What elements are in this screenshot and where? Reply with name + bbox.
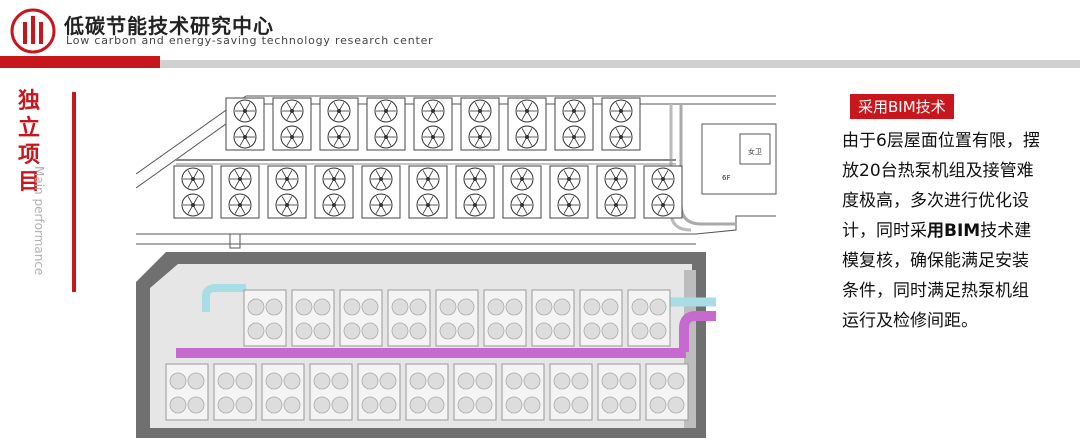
- heat-pump-unit: [387, 289, 431, 347]
- heat-pump-unit: [314, 165, 354, 219]
- heat-pump-unit: [502, 165, 542, 219]
- logo-icon: [10, 8, 56, 54]
- heat-pump-unit: [645, 363, 689, 421]
- elevation-label: 6F: [722, 174, 730, 182]
- heat-pump-unit: [291, 289, 335, 347]
- heat-pump-unit: [455, 165, 495, 219]
- heat-pump-unit: [357, 363, 401, 421]
- description-text: 技术建模复核，确保能满足安装条件，同时满足热泵机组运行及检修间距。: [842, 221, 1032, 331]
- header-divider: [148, 60, 1080, 68]
- section-title-char: 项: [17, 143, 40, 168]
- section-title: 独 立 项 目: [14, 88, 44, 196]
- heat-pump-unit: [531, 289, 575, 347]
- heat-pump-unit: [460, 97, 500, 151]
- heat-pump-unit: [220, 165, 260, 219]
- heat-pump-unit: [319, 97, 359, 151]
- heat-pump-unit: [408, 165, 448, 219]
- heat-pump-unit: [173, 165, 213, 219]
- heat-pump-unit: [507, 97, 547, 151]
- header-accent-bar: [0, 56, 160, 68]
- section-title-char: 立: [17, 116, 40, 141]
- heat-pump-unit: [549, 363, 593, 421]
- heat-pump-unit: [272, 97, 312, 151]
- heat-pump-unit: [309, 363, 353, 421]
- heat-pump-unit: [261, 363, 305, 421]
- heat-pump-unit: [366, 97, 406, 151]
- heat-pump-unit: [413, 97, 453, 151]
- section-subtitle: Main performance: [32, 166, 46, 276]
- roof-plan-drawing: 女卫 6F: [136, 95, 777, 249]
- heat-pump-unit: [554, 97, 594, 151]
- heat-pump-unit: [597, 363, 641, 421]
- heat-pump-unit: [453, 363, 497, 421]
- heat-pump-unit: [225, 97, 265, 151]
- heat-pump-unit: [643, 165, 683, 219]
- heat-pump-unit: [627, 289, 671, 347]
- header: 低碳节能技术研究中心 Low carbon and energy-saving …: [0, 0, 1080, 70]
- room-label: 女卫: [748, 147, 762, 156]
- heat-pump-unit: [596, 165, 636, 219]
- heat-pump-unit: [601, 97, 641, 151]
- bim-model-render: [136, 252, 716, 438]
- description-text: 由于6层屋面位置有限，摆放20台热泵机组及接管难度极高，多次进行优化设计，同时采: [842, 131, 1040, 241]
- description-bold-text: 用BIM: [927, 221, 981, 241]
- section-title-char: 目: [17, 170, 40, 195]
- section-title-char: 独: [17, 89, 40, 114]
- heat-pump-unit: [405, 363, 449, 421]
- section-divider: [72, 92, 76, 292]
- heat-pump-unit: [549, 165, 589, 219]
- heat-pump-unit: [435, 289, 479, 347]
- content-description: 由于6层屋面位置有限，摆放20台热泵机组及接管难度极高，多次进行优化设计，同时采…: [842, 126, 1042, 336]
- org-subtitle: Low carbon and energy-saving technology …: [66, 34, 434, 47]
- heat-pump-unit: [483, 289, 527, 347]
- heat-pump-unit: [165, 363, 209, 421]
- heat-pump-unit: [339, 289, 383, 347]
- heat-pump-unit: [361, 165, 401, 219]
- heat-pump-unit: [267, 165, 307, 219]
- heat-pump-unit: [579, 289, 623, 347]
- heat-pump-unit: [213, 363, 257, 421]
- heat-pump-unit: [501, 363, 545, 421]
- heat-pump-unit: [243, 289, 287, 347]
- org-title: 低碳节能技术研究中心: [64, 14, 274, 38]
- content-badge: 采用BIM技术: [850, 94, 954, 119]
